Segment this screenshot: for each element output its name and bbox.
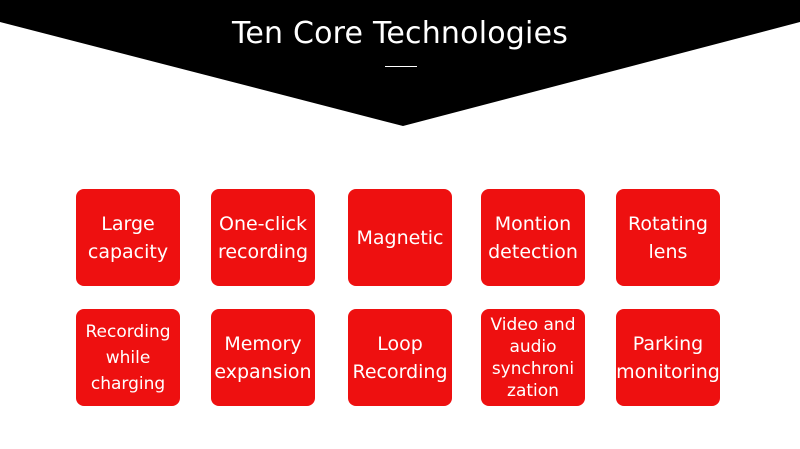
tile-label: Parking monitoring [616, 332, 720, 383]
tile-label: Magnetic [356, 226, 444, 249]
tile-label: Memory expansion [214, 332, 312, 383]
tile-magnetic: Magnetic [348, 189, 452, 286]
tile-recording-while-charging: Recording while charging [76, 309, 180, 406]
tile-motion-detection: Montion detection [481, 189, 585, 286]
tile-label: One-click recording [217, 212, 309, 263]
tile-parking-monitoring: Parking monitoring [616, 309, 720, 406]
tile-memory-expansion: Memory expansion [211, 309, 315, 406]
tile-label: Video and audio synchroni zation [490, 314, 576, 401]
header-banner [0, 0, 800, 126]
tile-rotating-lens: Rotating lens [616, 189, 720, 286]
tile-one-click-recording: One-click recording [211, 189, 315, 286]
tile-label: Loop Recording [352, 332, 448, 383]
banner-shape [0, 0, 800, 126]
title-underline [385, 66, 417, 67]
tile-large-capacity: Large capacity [76, 189, 180, 286]
tile-label: Large capacity [87, 212, 169, 263]
tile-video-audio-sync: Video and audio synchroni zation [481, 309, 585, 406]
page-title: Ten Core Technologies [231, 16, 569, 51]
banner-polygon [0, 0, 800, 126]
tile-label: Montion detection [488, 212, 578, 263]
tile-label: Recording while charging [85, 321, 171, 394]
tile-label: Rotating lens [628, 212, 708, 263]
tile-loop-recording: Loop Recording [348, 309, 452, 406]
